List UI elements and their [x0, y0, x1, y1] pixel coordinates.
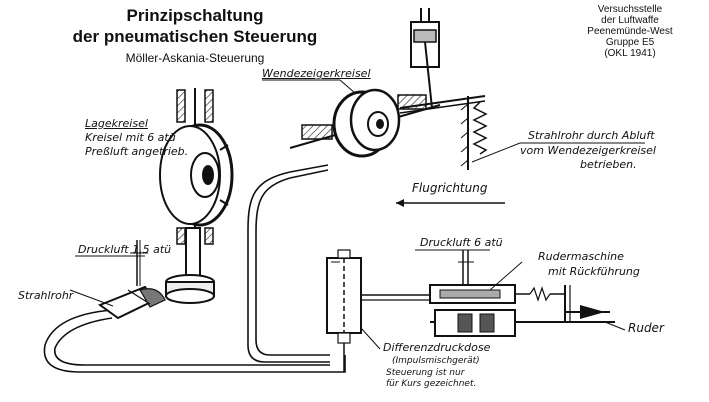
- label-rudermaschine: Rudermaschine: [538, 250, 624, 263]
- institution-line-2: der Luftwaffe: [601, 15, 659, 26]
- label-strahlrohr: Strahlrohr: [18, 289, 74, 302]
- institution-line-4: Gruppe E5: [605, 37, 655, 48]
- label-druckluft-15: Druckluft 1,5 atü: [78, 243, 172, 256]
- label-lagekreisel-line-2: Kreisel mit 6 atü: [85, 131, 176, 144]
- institution-line-1: Versuchsstelle: [597, 4, 663, 15]
- label-strahlrohr-abluft-line-3: betrieben.: [580, 158, 637, 171]
- label-lagekreisel-line-3: Preßluft angetrieb.: [85, 145, 189, 158]
- label-flugrichtung: Flugrichtung: [412, 181, 488, 195]
- label-differenzdruckdose: Differenzdruckdose: [383, 341, 491, 354]
- label-strahlrohr-abluft-line-2: vom Wendezeigerkreisel: [520, 144, 656, 157]
- leader-lines: [75, 79, 645, 350]
- label-hinweis-line-1: Steuerung ist nur: [386, 368, 465, 378]
- rudermaschine: [429, 250, 615, 337]
- label-ruder: Ruder: [628, 321, 664, 335]
- label-druckluft-6: Druckluft 6 atü: [420, 236, 503, 249]
- label-lagekreisel: Lagekreisel: [85, 117, 148, 130]
- title-line-3: Möller-Askania-Steuerung: [125, 51, 265, 65]
- institution-line-3: Peenemünde-West: [587, 26, 673, 37]
- institution-line-5: (OKL 1941): [604, 48, 656, 59]
- wendezeigerkreisel-gyro: [289, 8, 488, 179]
- title-line-1: Prinzipschaltung: [126, 6, 264, 25]
- label-hinweis-line-2: für Kurs gezeichnet.: [386, 379, 477, 389]
- lagekreisel-gyro: [159, 88, 234, 304]
- title-line-2: der pneumatischen Steuerung: [72, 27, 318, 46]
- label-wendezeigerkreisel: Wendezeigerkreisel: [262, 67, 371, 80]
- label-impulsmischgeraet: (Impulsmischgerät): [392, 356, 480, 366]
- differenzdruckdose: [326, 249, 430, 372]
- strahlrohr-jet-pipe: [69, 240, 166, 320]
- label-rudermaschine-line-2: mit Rückführung: [548, 265, 640, 278]
- flugrichtung-arrowhead: [396, 199, 404, 207]
- label-strahlrohr-abluft: Strahlrohr durch Abluft: [528, 129, 655, 142]
- air-lines: [43, 171, 346, 373]
